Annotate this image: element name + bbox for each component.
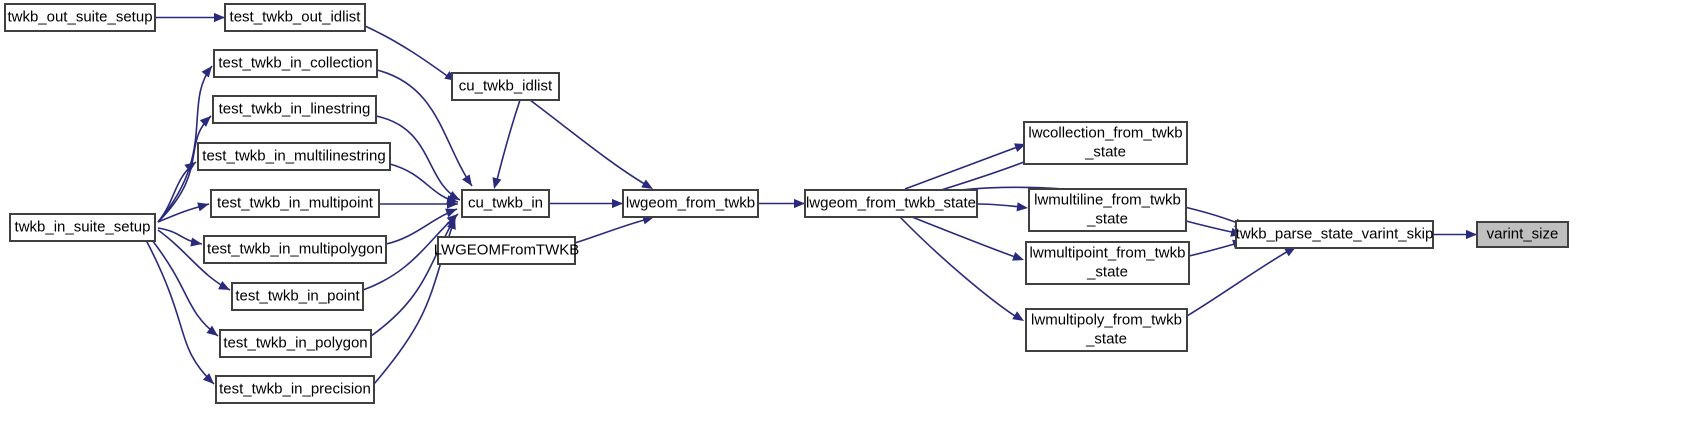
edge-arrowhead	[794, 198, 805, 209]
edge-arrowhead	[447, 218, 456, 230]
edge-arrowhead	[201, 66, 212, 78]
node-box-test_twkb_in_multipolygon[interactable]	[203, 235, 387, 264]
edge-arrowhead	[1284, 247, 1296, 257]
node-cu_twkb_in[interactable]: cu_twkb_in	[461, 189, 550, 218]
node-box-LWGEOMFromTWKB[interactable]	[437, 236, 576, 265]
edge-arrowhead	[1466, 229, 1477, 240]
edge-test_twkb_in_linestring-to-cu_twkb_in	[375, 115, 461, 201]
node-lwcollection_from_twkb_state[interactable]: lwcollection_from_twkb_state	[1023, 121, 1188, 165]
edge-arrowhead	[202, 373, 214, 384]
node-box-cu_twkb_in[interactable]	[461, 189, 550, 218]
node-test_twkb_in_linestring[interactable]: test_twkb_in_linestring	[212, 95, 377, 124]
node-test_twkb_in_multipoint[interactable]: test_twkb_in_multipoint	[210, 189, 380, 218]
edge-cu_twkb_idlist-to-cu_twkb_in	[495, 99, 521, 185]
node-twkb_parse_state_varint_skip[interactable]: twkb_parse_state_varint_skip	[1235, 220, 1434, 249]
edge-arrowhead	[462, 174, 472, 186]
edge-arrowhead	[184, 162, 196, 173]
edge-test_twkb_in_polygon-to-cu_twkb_in	[370, 215, 457, 337]
edge-cu_twkb_idlist-to-lwgeom_from_twkb	[529, 99, 649, 187]
edge-lwgeom_from_twkb_state-to-lwcollection_from_twkb_state	[904, 145, 1021, 190]
edge-lwmultiline_from_twkb_state-to-twkb_parse_state_varint_skip	[1185, 220, 1237, 234]
edge-arrowhead	[641, 179, 653, 189]
node-test_twkb_in_precision[interactable]: test_twkb_in_precision	[215, 375, 375, 404]
edge-arrowhead	[199, 116, 211, 127]
edge-lwmultipoint_from_twkb_state-to-twkb_parse_state_varint_skip	[1188, 242, 1239, 257]
edge-lwmultipoly_from_twkb_state-to-twkb_parse_state_varint_skip	[1186, 249, 1291, 317]
node-box-lwcollection_from_twkb_state[interactable]	[1023, 121, 1188, 165]
edge-arrowhead	[218, 280, 230, 290]
node-test_twkb_in_multilinestring[interactable]: test_twkb_in_multilinestring	[197, 142, 391, 171]
edge-test_twkb_in_collection-to-cu_twkb_in	[376, 69, 473, 187]
node-LWGEOMFromTWKB[interactable]: LWGEOMFromTWKB	[434, 236, 580, 265]
edge-lwgeom_from_twkb_state-to-lwmultipoint_from_twkb_state	[911, 216, 1019, 259]
edge-twkb_in_suite_setup-to-test_twkb_in_precision	[145, 239, 215, 385]
node-box-test_twkb_in_multilinestring[interactable]	[197, 142, 391, 171]
node-box-test_twkb_in_linestring[interactable]	[212, 95, 377, 124]
edge-arrowhead	[206, 325, 218, 336]
node-box-twkb_in_suite_setup[interactable]	[9, 213, 156, 242]
node-lwmultiline_from_twkb_state[interactable]: lwmultiline_from_twkb_state	[1028, 188, 1187, 232]
node-test_twkb_in_multipolygon[interactable]: test_twkb_in_multipolygon	[203, 235, 387, 264]
edge-arrowhead	[197, 202, 209, 212]
node-twkb_in_suite_setup[interactable]: twkb_in_suite_setup	[9, 213, 156, 242]
node-box-lwmultipoly_from_twkb_state[interactable]	[1025, 308, 1188, 352]
node-lwmultipoly_from_twkb_state[interactable]: lwmultipoly_from_twkb_state	[1025, 308, 1188, 352]
node-box-twkb_out_suite_setup[interactable]	[4, 3, 156, 32]
edge-test_twkb_in_multilinestring-to-cu_twkb_in	[389, 163, 459, 203]
edge-test_twkb_out_idlist-to-cu_twkb_idlist	[364, 25, 451, 79]
edge-arrowhead	[190, 237, 202, 247]
edge-twkb_in_suite_setup-to-test_twkb_in_polygon	[151, 239, 219, 337]
edge-arrowhead	[1016, 202, 1028, 212]
edge-arrowhead	[492, 177, 502, 189]
edge-arrowhead	[612, 198, 623, 209]
edge-arrowhead	[445, 208, 457, 218]
node-test_twkb_in_point[interactable]: test_twkb_in_point	[231, 282, 364, 311]
node-box-lwmultiline_from_twkb_state[interactable]	[1028, 188, 1187, 232]
node-box-test_twkb_out_idlist[interactable]	[224, 3, 366, 32]
node-test_twkb_out_idlist[interactable]: test_twkb_out_idlist	[224, 3, 366, 32]
node-box-test_twkb_in_multipoint[interactable]	[210, 189, 380, 218]
edge-arrowhead	[1012, 252, 1024, 261]
node-box-lwmultipoint_from_twkb_state[interactable]	[1025, 241, 1190, 285]
node-box-test_twkb_in_polygon[interactable]	[219, 329, 372, 358]
node-test_twkb_in_polygon[interactable]: test_twkb_in_polygon	[219, 329, 372, 358]
node-box-lwgeom_from_twkb[interactable]	[622, 189, 759, 218]
edge-arrowhead	[214, 12, 225, 23]
edge-lwgeom_from_twkb_state-to-lwmultipoly_from_twkb_state	[899, 216, 1019, 319]
node-box-lwgeom_from_twkb_state[interactable]	[804, 189, 978, 218]
node-twkb_out_suite_setup[interactable]: twkb_out_suite_setup	[4, 3, 156, 32]
edge-arrowhead	[1012, 311, 1024, 321]
node-lwgeom_from_twkb[interactable]: lwgeom_from_twkb	[622, 189, 759, 218]
node-lwgeom_from_twkb_state[interactable]: lwgeom_from_twkb_state	[804, 189, 978, 218]
node-box-test_twkb_in_precision[interactable]	[215, 375, 375, 404]
edge-arrowhead	[447, 199, 458, 209]
node-box-twkb_parse_state_varint_skip[interactable]	[1235, 220, 1434, 249]
edge-lwgeom_from_twkb_state-to-lwmultiline_from_twkb_state	[976, 203, 1023, 208]
node-cu_twkb_idlist[interactable]: cu_twkb_idlist	[451, 72, 560, 101]
node-lwmultipoint_from_twkb_state[interactable]: lwmultipoint_from_twkb_state	[1025, 241, 1190, 285]
node-box-test_twkb_in_collection[interactable]	[213, 49, 378, 78]
node-box-test_twkb_in_point[interactable]	[231, 282, 364, 311]
edge-LWGEOMFromTWKB-to-lwgeom_from_twkb	[574, 218, 649, 244]
node-varint_size[interactable]: varint_size	[1476, 221, 1569, 248]
node-test_twkb_in_collection[interactable]: test_twkb_in_collection	[213, 49, 378, 78]
node-box-varint_size[interactable]	[1476, 221, 1569, 248]
node-box-cu_twkb_idlist[interactable]	[451, 72, 560, 101]
edge-twkb_in_suite_setup-to-test_twkb_in_linestring	[157, 115, 212, 223]
edge-twkb_in_suite_setup-to-test_twkb_in_collection	[157, 65, 213, 223]
